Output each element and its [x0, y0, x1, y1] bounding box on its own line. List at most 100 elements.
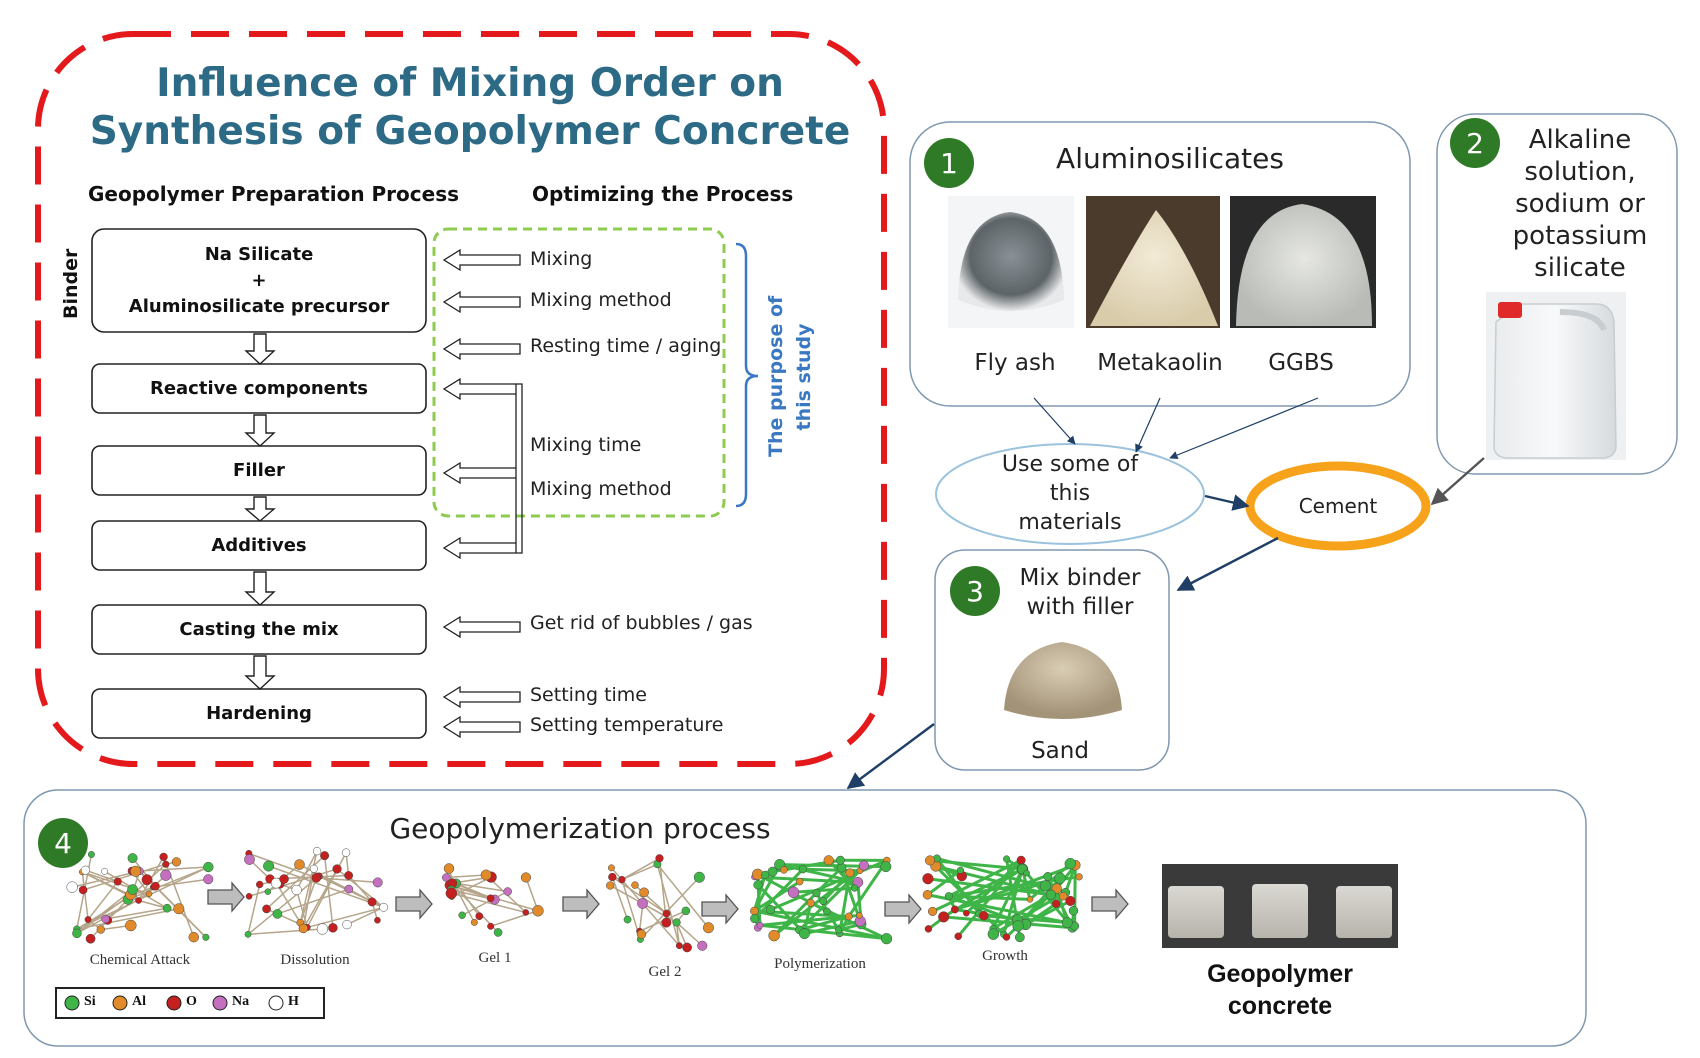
molecule-atom: [835, 926, 843, 934]
molecule-atom: [662, 909, 671, 918]
stage-arrows: [207, 881, 1129, 925]
molecule-atom: [639, 887, 649, 898]
molecule-atom: [130, 865, 142, 877]
molecule-atom: [311, 872, 322, 883]
metakaolin-label: Metakaolin: [1097, 350, 1223, 376]
molecule-bond: [935, 864, 1052, 897]
molecule-atom: [631, 881, 639, 889]
molecule-bond: [247, 928, 323, 936]
molecule-atom: [796, 877, 804, 886]
molecule-bond: [76, 888, 134, 934]
molecule-atom: [372, 877, 383, 888]
metakaolin-image: [1086, 196, 1220, 328]
molecule-atom: [379, 902, 389, 912]
molecule-bond: [247, 884, 261, 935]
molecule-atom: [858, 860, 869, 871]
molecule-bond: [451, 892, 526, 914]
molecule-atom: [202, 933, 210, 941]
molecule-atom: [608, 872, 617, 882]
molecule-atom: [162, 860, 170, 868]
step-binder-plus: +: [251, 269, 267, 291]
molecule-bond: [76, 908, 179, 930]
stage-growth: Growth: [982, 948, 1028, 964]
molecule-atom: [1064, 858, 1076, 870]
molecule-bond: [105, 907, 168, 920]
aluminosilicates-title: Aluminosilicates: [1056, 142, 1284, 175]
molecule-bond: [456, 882, 508, 893]
molecule-atom: [520, 872, 532, 883]
molecule-atom: [1061, 917, 1073, 929]
legend-na: Na: [232, 994, 250, 1009]
molecule-atom: [675, 942, 683, 950]
alkaline-text: Alkaline: [1500, 124, 1660, 156]
molecule-bond: [323, 855, 334, 928]
molecule-atom: [823, 907, 831, 916]
legend-h: H: [288, 994, 299, 1009]
fly-ash-label: Fly ash: [974, 350, 1056, 376]
purpose-label-1: The purpose of: [765, 295, 787, 457]
mix-binder-line2: with filler: [1026, 594, 1134, 620]
molecule-atom: [798, 928, 810, 940]
molecule-atom: [85, 933, 96, 944]
molecule-atom: [1039, 880, 1051, 892]
molecule-atom: [151, 881, 160, 891]
molecule-atom: [697, 940, 708, 951]
molecule-atom: [367, 897, 377, 907]
use-materials-line1: Use some of: [1001, 452, 1139, 477]
molecule-atom: [819, 897, 828, 906]
molecule-atom: [344, 884, 354, 894]
molecule-atom: [880, 933, 893, 945]
molecule-atom: [924, 855, 935, 866]
jerrycan-image: [1486, 292, 1626, 460]
molecule-atom: [159, 852, 168, 862]
molecule-atom: [1065, 895, 1076, 906]
title-line-2: Synthesis of Geopolymer Concrete: [89, 109, 851, 154]
molecule-bond: [656, 864, 681, 946]
molecule-atom: [294, 859, 305, 870]
molecule-bond: [446, 874, 487, 879]
molecule-atom: [312, 847, 322, 856]
stage-gel-2: Gel 2: [648, 964, 682, 980]
molecule-atom: [950, 905, 959, 914]
molecule-atom: [80, 865, 90, 875]
molecule-bond: [926, 869, 962, 896]
molecule-bond: [295, 850, 318, 891]
molecule-atom: [750, 913, 760, 924]
molecule-atom: [702, 922, 714, 934]
molecule-bond: [81, 871, 132, 897]
molecule-atom: [927, 906, 938, 916]
molecule-bond: [268, 865, 384, 909]
molecule-atom: [1026, 896, 1034, 903]
molecule-bond: [927, 877, 1052, 897]
mixing-connector: [515, 383, 523, 554]
molecule-atom: [1023, 869, 1030, 877]
legend-dots: [64, 995, 284, 1011]
molecule-atom: [486, 894, 495, 903]
mix-binder-text: Mix binder with filler: [1000, 564, 1160, 622]
product-line2: concrete: [1227, 992, 1333, 1020]
step-reactive: Reactive components: [149, 377, 369, 399]
molecule-atom: [823, 855, 834, 866]
molecule-bond: [943, 915, 1073, 930]
molecule-atom: [672, 918, 681, 927]
molecule-bond: [135, 866, 209, 872]
molecule-atom: [637, 898, 648, 909]
molecule-atom: [522, 909, 530, 916]
molecule-bond: [162, 856, 195, 938]
concrete-cubes-image: [1162, 864, 1398, 948]
molecule-illustrations: [66, 847, 1083, 953]
molecule-atom: [203, 874, 214, 885]
mix-binder-line1: Mix binder: [1019, 565, 1141, 591]
molecule-atom: [475, 912, 484, 921]
molecule-bond: [779, 863, 886, 869]
molecule-atom: [101, 914, 110, 924]
purpose-label-2: this study: [793, 323, 815, 431]
molecule-atom: [113, 877, 122, 886]
left-column-header: Geopolymer Preparation Process: [88, 182, 460, 206]
molecule-atom: [812, 889, 821, 898]
molecule-atom: [987, 928, 1000, 940]
ggbs-label: GGBS: [1268, 350, 1334, 376]
connector-arrows: [846, 397, 1485, 790]
molecule-atom: [798, 865, 807, 874]
molecule-bond: [455, 882, 480, 917]
